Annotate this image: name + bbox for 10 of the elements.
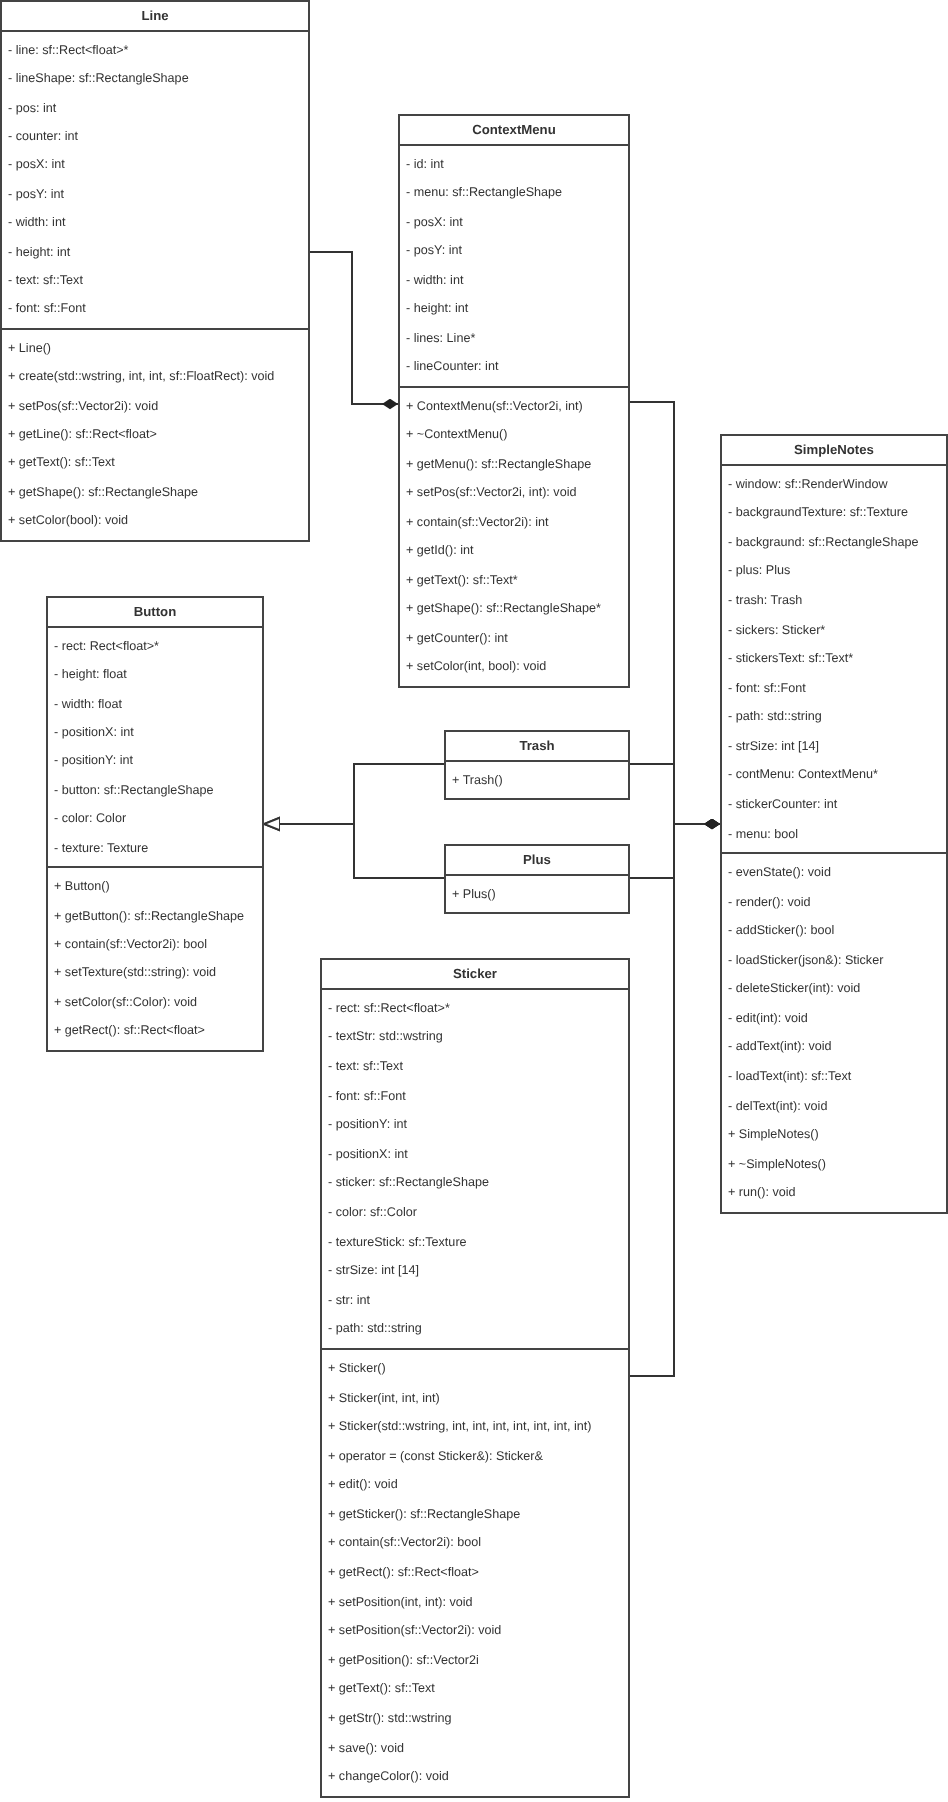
composition-line (309, 251, 399, 410)
class-box (0, 0, 310, 542)
class-box (720, 434, 948, 1214)
inheritance-arrow (263, 816, 445, 879)
class-box (444, 844, 630, 914)
class-box (444, 730, 630, 800)
class-box (46, 596, 264, 1052)
composition-line (629, 818, 721, 1377)
class-box (398, 114, 630, 688)
class-box (320, 958, 630, 1798)
